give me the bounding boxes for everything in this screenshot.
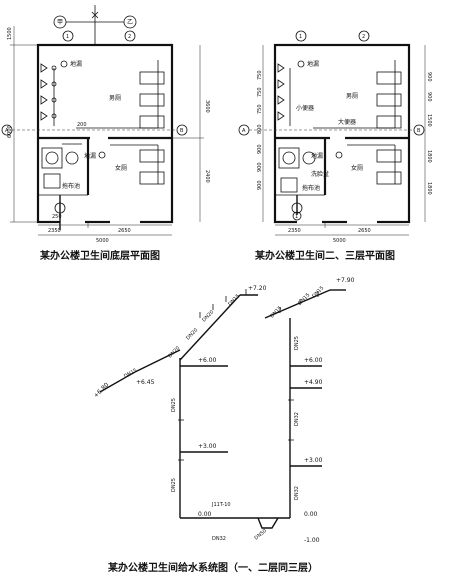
dim-left-top: 1500 (7, 27, 13, 40)
dim-250: 250 (52, 214, 62, 220)
label-dn25-b: DN25 (294, 336, 300, 350)
grid-bot-1-b: 1 (295, 214, 298, 220)
label-dn25-c: DN25 (171, 478, 177, 492)
label-floor-drain-2: 地漏 (84, 152, 96, 160)
plan-ground-floor: 1500 6000 1 2 甲 乙 A B 3600 2400 (1, 5, 210, 262)
grid-top-1-b: 1 (299, 34, 302, 40)
dim-right-1: 900 (426, 72, 432, 82)
label-floor-drain-b2: 地漏 (311, 152, 323, 160)
label-floor-drain: 地漏 (70, 60, 82, 68)
label-dn20-c: DN20 (167, 345, 181, 359)
grid-top-2-b: 2 (362, 34, 365, 40)
label-mop-pool: 拖布池 (62, 182, 80, 190)
dim-5000-b: 5000 (333, 238, 346, 244)
elev-720: +7.20 (248, 285, 267, 292)
elev-000a: 0.00 (198, 511, 212, 518)
axis-left-a: A (5, 128, 9, 134)
elev-600b: +6.00 (304, 357, 323, 364)
elev-600a: +6.00 (198, 357, 217, 364)
label-womens-b: 女厕 (351, 164, 363, 172)
dim-right-4: 1800 (426, 150, 432, 163)
dim-right-5: 1800 (426, 182, 432, 195)
axis-left-a-b: A (242, 128, 246, 134)
elev-790: +7.90 (336, 277, 355, 284)
elev-300a: +3.00 (198, 443, 217, 450)
elev-300b: +3.00 (304, 457, 323, 464)
label-floor-drain-b: 地漏 (307, 60, 319, 68)
dim-right-3: 1500 (426, 114, 432, 127)
dim-left-6: 900 (257, 162, 263, 172)
label-dn32-c: DN32 (212, 536, 226, 542)
axis-top-b: 乙 (127, 19, 133, 26)
label-dn15-b: DN15 (123, 368, 138, 380)
dim-2650: 2650 (118, 228, 131, 234)
label-dn32-a: DN32 (294, 412, 300, 426)
label-j11t: J11T-10 (211, 502, 231, 508)
axis-top-a: 甲 (57, 19, 63, 26)
label-toilet: 大便器 (338, 118, 356, 126)
label-basin: 洗脸盆 (311, 170, 329, 178)
plan1-title: 某办公楼卫生间底层平面图 (40, 249, 160, 262)
dim-right-bottom: 2400 (204, 170, 210, 183)
dim-left-total: 6000 (7, 125, 13, 138)
elev-490: +4.90 (304, 379, 323, 386)
elev-645: +6.45 (136, 379, 155, 386)
dim-2650-b: 2650 (358, 228, 371, 234)
label-mop-pool-b: 拖布池 (302, 184, 320, 192)
dim-2350: 2350 (48, 228, 61, 234)
dim-left-7: 900 (257, 180, 263, 190)
dim-left-4: 800 (257, 124, 263, 134)
axis-right-b: B (180, 128, 184, 134)
label-dn50: DN50 (253, 528, 268, 542)
elev-100: -1.00 (304, 537, 320, 544)
label-womens: 女厕 (115, 164, 127, 172)
label-dn15-c: DN15 (269, 305, 283, 319)
label-dn20-a: DN20 (201, 309, 215, 323)
dim-right-2: 900 (426, 92, 432, 102)
dim-2350-b: 2350 (288, 228, 301, 234)
plan2-title: 某办公楼卫生间二、三层平面图 (255, 249, 395, 262)
grid-top-2: 2 (128, 34, 131, 40)
elev-680: +6.80 (92, 381, 110, 399)
dim-left-5: 900 (257, 144, 263, 154)
right-dim-group: 900 900 1500 1800 1800 (426, 72, 432, 195)
dim-200: 200 (77, 122, 87, 128)
label-dn25-a: DN25 (171, 398, 177, 412)
dim-right-top: 3600 (204, 100, 210, 113)
plan-upper-floors: 1 2 A B 750 750 750 800 900 900 900 900 … (238, 30, 432, 262)
label-dn32-b: DN32 (294, 486, 300, 500)
dim-left-2: 750 (257, 87, 263, 97)
dim-left-3: 750 (257, 104, 263, 114)
elev-000b: 0.00 (304, 511, 318, 518)
label-dn20-b: DN20 (185, 327, 199, 341)
system-title: 某办公楼卫生间给水系统图（一、二层同三层） (108, 561, 318, 574)
label-mens-b: 男厕 (346, 93, 358, 100)
dim-5000: 5000 (96, 238, 109, 244)
axis-right-b-b: B (417, 128, 421, 134)
left-dim-group: 750 750 750 800 900 900 900 (257, 70, 263, 190)
dim-left-1: 750 (257, 70, 263, 80)
label-urinal: 小便器 (296, 104, 314, 112)
grid-top-1: 1 (66, 34, 69, 40)
label-mens: 男厕 (109, 95, 121, 102)
water-supply-system: DN15 DN20 DN20 DN20 DN15 DN15 DN15 DN15 … (92, 277, 354, 574)
